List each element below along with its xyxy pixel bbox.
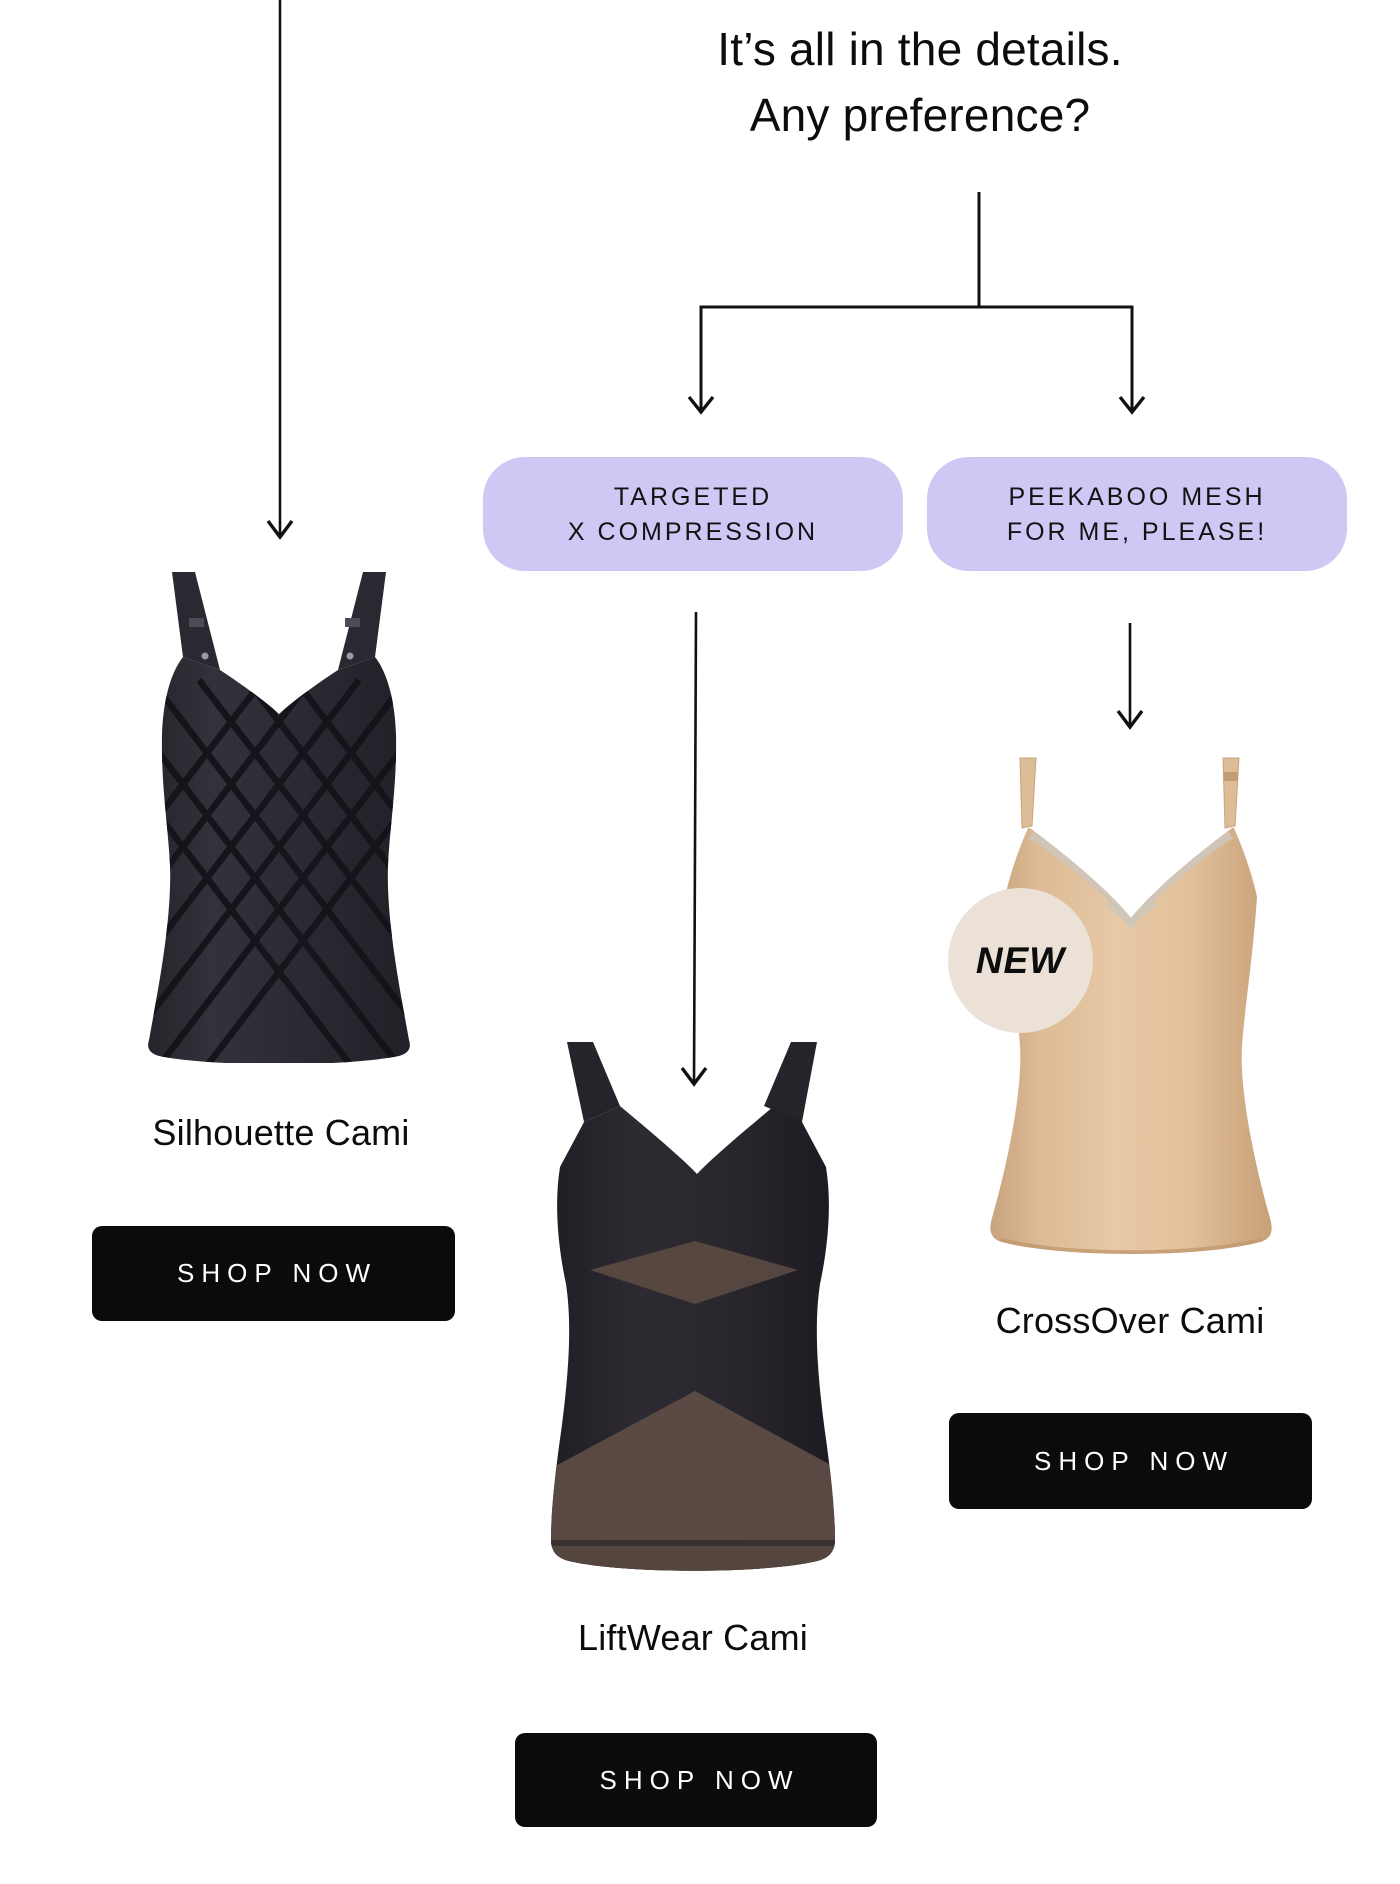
title-line-2: Any preference? [749,89,1091,141]
cami-straps [172,572,386,670]
title-line-1: It’s all in the details. [717,23,1123,75]
shop-now-button-liftwear[interactable]: SHOP NOW [515,1733,877,1827]
hem-shading [999,1237,1263,1254]
new-badge-label: NEW [975,939,1066,981]
option-label-line-2: FOR ME, PLEASE! [1006,517,1268,546]
arrow-to-silhouette [266,0,294,540]
cami-straps [567,1042,817,1122]
new-badge: NEW [948,888,1093,1033]
option-pill-peekaboo-mesh[interactable]: PEEKABOO MESH FOR ME, PLEASE! [927,457,1347,571]
silhouette-cami-image[interactable] [143,570,415,1063]
cami-straps [1019,757,1240,829]
option-label-line-1: PEEKABOO MESH [1008,482,1266,511]
product-name-crossover: CrossOver Cami [995,1300,1265,1341]
shop-now-button-silhouette[interactable]: SHOP NOW [92,1226,455,1321]
shop-now-label: SHOP NOW [1034,1445,1234,1476]
shop-now-label: SHOP NOW [599,1764,800,1795]
arrow-to-targeted-option [687,395,715,415]
liftwear-cami-image[interactable] [548,1042,838,1578]
product-name-liftwear: LiftWear Cami [578,1617,808,1658]
mesh-panels [551,1241,835,1571]
shop-now-button-crossover[interactable]: SHOP NOW [949,1413,1312,1509]
arrow-to-crossover [1116,623,1144,730]
option-label-line-2: X COMPRESSION [567,517,819,546]
shop-now-label: SHOP NOW [177,1258,377,1288]
option-pill-targeted-compression[interactable]: TARGETED X COMPRESSION [483,457,903,571]
arrow-to-liftwear [680,611,708,1087]
page-title: It’s all in the details. Any preference? [600,16,1240,148]
neckline-lining [1029,829,1233,931]
flow-branch [687,305,1146,415]
product-name-silhouette: Silhouette Cami [152,1112,410,1153]
option-label-line-1: TARGETED [613,482,773,511]
arrow-to-peekaboo-option [1118,395,1146,415]
